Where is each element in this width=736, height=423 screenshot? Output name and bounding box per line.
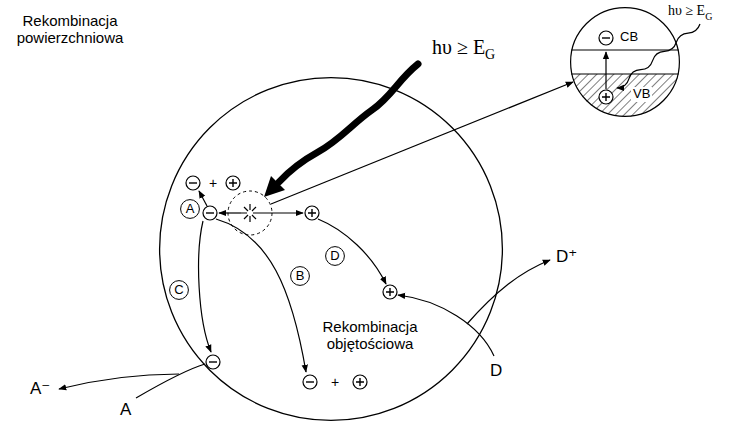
conduction-band-edge bbox=[571, 49, 678, 50]
acceptor-line bbox=[136, 364, 205, 398]
donor-label: D⁺ bbox=[556, 247, 577, 267]
path-b-arrow bbox=[216, 219, 306, 372]
photon-energy-subscript: G bbox=[485, 47, 495, 63]
donor-label: D bbox=[490, 361, 502, 381]
hole-symbol bbox=[305, 206, 319, 220]
path-c-arrow bbox=[199, 221, 211, 352]
plus-sign: + bbox=[331, 374, 339, 390]
electron-symbol bbox=[303, 375, 317, 389]
node-outline-shape bbox=[291, 267, 310, 286]
acceptor-label: A⁻ bbox=[30, 379, 50, 399]
hole-symbol bbox=[383, 285, 397, 299]
path-letter-circle: A bbox=[180, 199, 200, 219]
path-letter-circle: C bbox=[169, 280, 189, 300]
photon-wave bbox=[617, 24, 700, 88]
node-outline-shape bbox=[571, 8, 680, 117]
path-d-arrow bbox=[318, 219, 386, 284]
band-label: CB bbox=[620, 30, 638, 45]
path-letter: D bbox=[330, 249, 339, 264]
band-label: VB bbox=[631, 87, 652, 102]
region-label: Rekombinacja powierzchniowa bbox=[5, 12, 135, 47]
valence-band-hatch bbox=[570, 74, 680, 119]
photon-energy-label: hυ ≥ E bbox=[432, 36, 485, 59]
path-letter: A bbox=[186, 202, 195, 217]
node-outline-shape bbox=[170, 281, 189, 300]
photon-energy-subscript: G bbox=[705, 11, 712, 23]
path-letter-circle: D bbox=[325, 246, 345, 266]
path-letter: C bbox=[174, 283, 183, 298]
donor-arrow bbox=[467, 260, 550, 324]
path-letter: B bbox=[296, 269, 305, 284]
excitation-arrow bbox=[605, 52, 606, 89]
path-a-arrow bbox=[199, 191, 207, 206]
electron-symbol bbox=[186, 176, 200, 190]
electron-symbol bbox=[203, 206, 217, 220]
node-outline-shape bbox=[160, 78, 503, 421]
photon-arrow-head bbox=[264, 176, 285, 197]
electron-symbol bbox=[206, 355, 220, 369]
excitation-star bbox=[241, 204, 259, 222]
acceptor-label: A bbox=[120, 400, 131, 420]
zoom-line bbox=[271, 82, 573, 204]
path-letter-circle: B bbox=[290, 266, 310, 286]
hole-symbol bbox=[353, 375, 367, 389]
region-label: Rekombinacja objętościowa bbox=[305, 318, 435, 353]
valence-band-edge bbox=[571, 73, 678, 74]
hole-symbol bbox=[226, 176, 240, 190]
photon-energy-label: hυ ≥ E bbox=[668, 3, 705, 19]
acceptor-arrow bbox=[59, 374, 179, 389]
plus-sign: + bbox=[209, 175, 217, 191]
photon-arrow bbox=[279, 64, 418, 182]
band-inset-circle: CB VB bbox=[570, 7, 680, 117]
node-outline-shape bbox=[326, 247, 345, 266]
electron-symbol bbox=[599, 31, 613, 45]
electron-arrow bbox=[219, 212, 241, 213]
particle-circle: Rekombinacja powierzchniowaRekombinacja … bbox=[159, 77, 503, 421]
hole-symbol bbox=[599, 90, 613, 104]
node-outline-shape bbox=[181, 200, 200, 219]
node-outline bbox=[570, 7, 680, 117]
hole-arrow bbox=[259, 212, 303, 213]
